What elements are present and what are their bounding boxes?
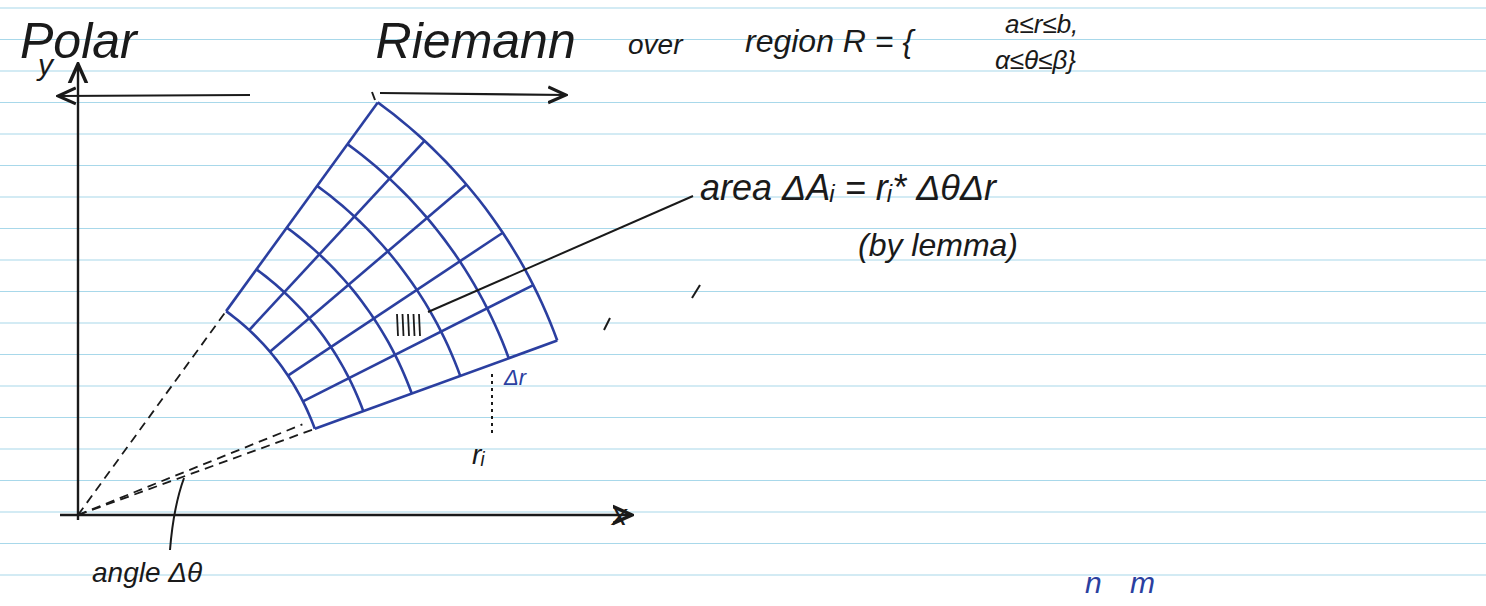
note-word: over bbox=[628, 30, 682, 61]
grid-arc bbox=[256, 269, 363, 411]
ruled-line bbox=[0, 511, 1486, 512]
grid-ray bbox=[226, 102, 378, 311]
ruled-lines bbox=[0, 8, 1486, 575]
grid-arc bbox=[226, 311, 315, 429]
grid-arc bbox=[287, 228, 412, 394]
grid-arc bbox=[317, 186, 460, 376]
ruled-line bbox=[0, 385, 1486, 386]
grid-arc bbox=[378, 102, 557, 340]
ruled-line bbox=[0, 543, 1486, 544]
annotation-strokes bbox=[170, 92, 700, 550]
stray-mark bbox=[604, 318, 610, 330]
leader-line bbox=[428, 196, 693, 312]
hatched-cell bbox=[397, 314, 398, 336]
hatched-cell bbox=[403, 314, 404, 336]
ruled-line bbox=[0, 480, 1486, 481]
ruled-line bbox=[0, 322, 1486, 323]
hatched-cell bbox=[414, 314, 415, 336]
title-underlines bbox=[58, 93, 566, 96]
ruled-line bbox=[0, 165, 1486, 166]
polar-grid bbox=[78, 102, 557, 515]
ruled-line bbox=[0, 7, 1486, 8]
ruled-line bbox=[0, 133, 1486, 134]
ruled-line bbox=[0, 102, 1486, 103]
grid-ray bbox=[249, 141, 424, 330]
ruled-line bbox=[0, 228, 1486, 229]
dimension-label: Δr bbox=[504, 366, 526, 390]
ruled-line bbox=[0, 291, 1486, 292]
ruled-line bbox=[0, 259, 1486, 260]
angle-label: angle Δθ bbox=[92, 558, 202, 589]
angle-leader bbox=[170, 478, 184, 550]
underline-arrow bbox=[58, 95, 250, 96]
axis-label: y bbox=[38, 48, 53, 81]
hatched-cell bbox=[419, 314, 420, 336]
region-bound: a≤r≤b, bbox=[1005, 10, 1078, 39]
axis-label: x bbox=[612, 498, 627, 531]
dashed-ray bbox=[78, 424, 302, 515]
region-bound: α≤θ≤β} bbox=[995, 46, 1076, 75]
y-axis bbox=[77, 64, 79, 520]
underline-arrow bbox=[380, 93, 566, 95]
sum-index: n bbox=[1085, 566, 1102, 599]
note-text: (by lemma) bbox=[858, 228, 1018, 263]
axes bbox=[60, 64, 632, 520]
ruled-line bbox=[0, 574, 1486, 575]
handwritten-title: Polar Riemann bbox=[20, 14, 576, 69]
sum-index: m bbox=[1130, 566, 1155, 599]
dashed-ray bbox=[78, 429, 315, 515]
ruled-line bbox=[0, 417, 1486, 418]
stray-mark bbox=[692, 285, 700, 298]
grid-arc bbox=[347, 144, 508, 358]
dotted-leader bbox=[491, 374, 493, 436]
ruled-line bbox=[0, 70, 1486, 71]
radius-label: rᵢ bbox=[472, 440, 485, 471]
ruled-line bbox=[0, 354, 1486, 355]
region-definition: region R = { bbox=[745, 24, 913, 59]
ruled-line bbox=[0, 448, 1486, 449]
hatched-cell bbox=[408, 314, 409, 336]
stray-mark bbox=[372, 92, 375, 100]
x-axis bbox=[60, 514, 632, 516]
area-formula: area ΔAᵢ = rᵢ* ΔθΔr bbox=[700, 168, 996, 208]
